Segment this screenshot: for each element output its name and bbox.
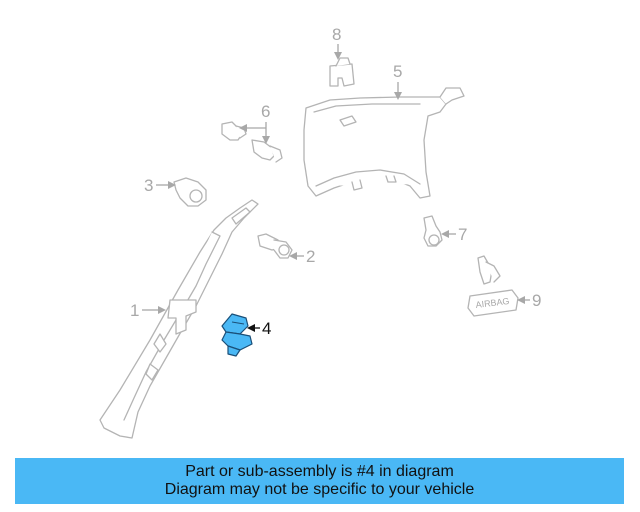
svg-text:1: 1 — [130, 301, 139, 320]
info-banner: Part or sub-assembly is #4 in diagram Di… — [15, 458, 624, 504]
callout-5: 5 — [393, 62, 402, 100]
svg-text:8: 8 — [332, 25, 341, 44]
svg-text:4: 4 — [262, 319, 271, 338]
part-8-clip — [329, 57, 355, 87]
part-2-bolt — [257, 233, 293, 259]
callout-9: 9 — [517, 291, 541, 310]
svg-text:7: 7 — [458, 225, 467, 244]
airbag-label-text: AIRBAG — [475, 296, 510, 310]
callout-6: 6 — [239, 102, 270, 144]
part-1-pillar-trim — [99, 199, 259, 439]
part-5-quarter-trim-panel — [303, 87, 465, 199]
part-3-push-pin — [173, 177, 207, 207]
svg-text:3: 3 — [144, 176, 153, 195]
callout-1: 1 — [130, 301, 166, 320]
callout-7: 7 — [441, 225, 467, 244]
parts-diagram: AIRBAG 1 2 3 4 5 6 7 — [99, 25, 541, 439]
svg-text:5: 5 — [393, 62, 402, 81]
callout-3: 3 — [144, 176, 176, 195]
banner-line-1: Part or sub-assembly is #4 in diagram — [185, 463, 454, 480]
svg-text:9: 9 — [532, 291, 541, 310]
part-7-screw — [423, 215, 443, 247]
callout-4: 4 — [247, 319, 271, 338]
callout-8: 8 — [332, 25, 342, 60]
part-9-airbag-label: AIRBAG — [467, 255, 519, 317]
part-4-bracket-highlighted — [221, 313, 253, 357]
svg-text:2: 2 — [306, 247, 315, 266]
banner-line-2: Diagram may not be specific to your vehi… — [164, 481, 475, 498]
callout-2: 2 — [289, 247, 315, 266]
svg-text:6: 6 — [261, 102, 270, 121]
